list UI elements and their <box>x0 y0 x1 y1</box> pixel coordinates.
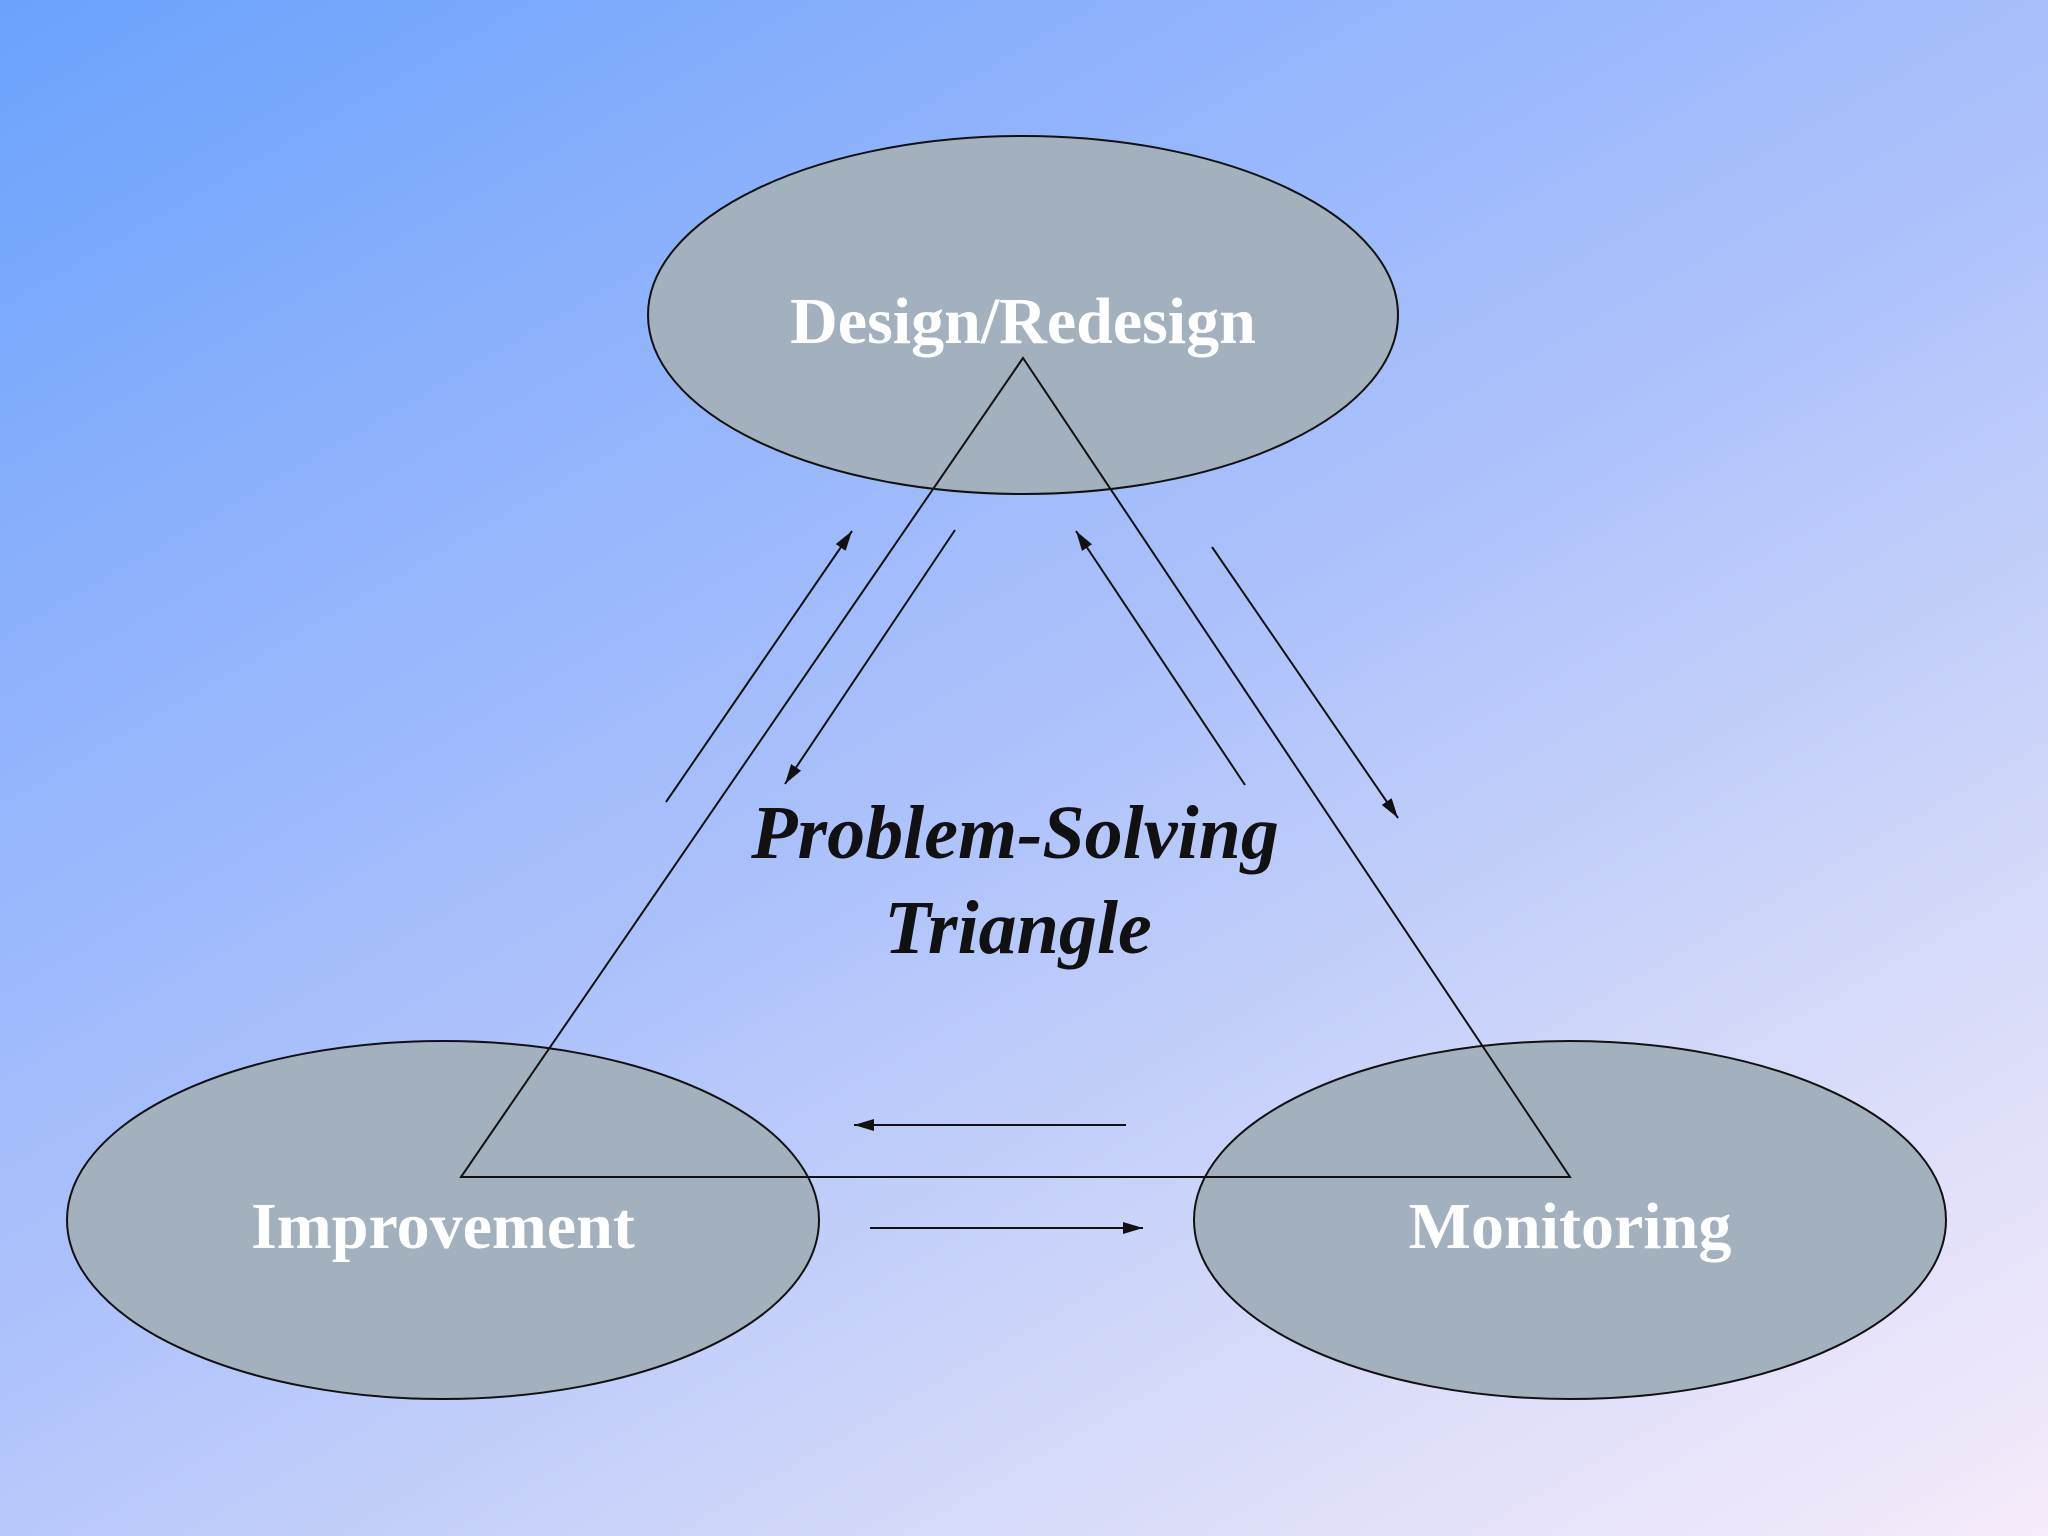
improvement-label: Improvement <box>251 1190 635 1263</box>
monitoring-node <box>1193 1040 1947 1400</box>
design-redesign-node <box>647 135 1399 495</box>
center-title-line-1: Problem-Solving <box>750 791 1279 875</box>
arrow-improvement-to-design <box>665 530 853 803</box>
improvement-node <box>66 1040 820 1400</box>
arrow-monitoring-to-design <box>1075 530 1246 786</box>
triangle-outline <box>459 356 1572 1178</box>
center-title-line-2: Triangle <box>884 886 1151 970</box>
design-redesign-label: Design/Redesign <box>790 285 1256 358</box>
arrow-design-to-monitoring <box>1211 546 1399 819</box>
arrow-design-to-improvement <box>784 529 956 785</box>
monitoring-label: Monitoring <box>1409 1190 1732 1263</box>
